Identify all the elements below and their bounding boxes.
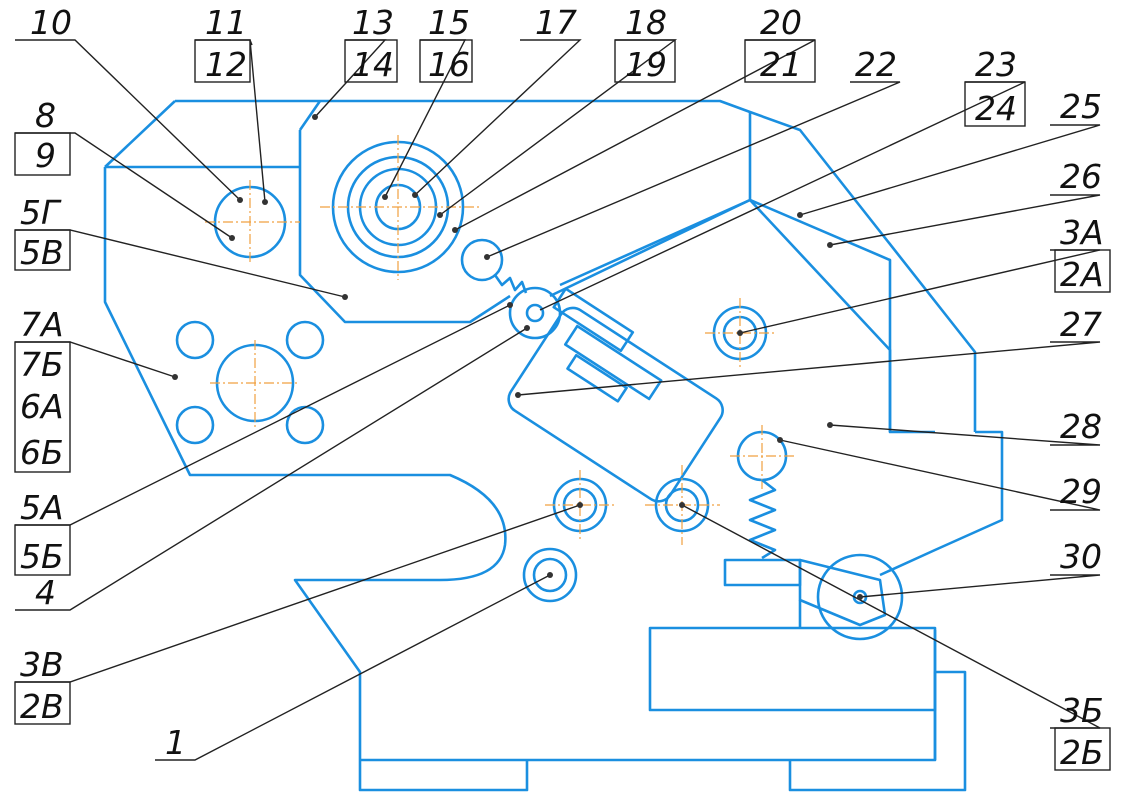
label-14: 14 bbox=[352, 45, 394, 84]
label-30: 30 bbox=[1060, 537, 1102, 576]
label-7b: 7Б bbox=[20, 345, 64, 384]
callout-labels: 10 11 12 13 14 15 16 17 18 19 20 21 22 2… bbox=[20, 3, 1104, 772]
label-28: 28 bbox=[1060, 407, 1102, 446]
label-21: 21 bbox=[760, 45, 802, 84]
label-26: 26 bbox=[1060, 157, 1102, 196]
label-18: 18 bbox=[625, 3, 667, 42]
label-2v: 2В bbox=[20, 687, 64, 726]
label-5b: 5Б bbox=[20, 537, 64, 576]
circles bbox=[175, 135, 904, 641]
label-15: 15 bbox=[428, 3, 470, 42]
label-8: 8 bbox=[35, 96, 56, 135]
label-9: 9 bbox=[35, 136, 56, 175]
label-5g: 5Г bbox=[20, 193, 62, 232]
label-17: 17 bbox=[535, 3, 577, 42]
label-11: 11 bbox=[205, 3, 247, 42]
springs bbox=[493, 274, 777, 560]
label-19: 19 bbox=[625, 45, 667, 84]
label-6b: 6Б bbox=[20, 433, 64, 472]
label-22: 22 bbox=[855, 45, 897, 84]
label-3a: 3А bbox=[1060, 213, 1104, 252]
label-12: 12 bbox=[205, 45, 247, 84]
label-25: 25 bbox=[1060, 87, 1102, 126]
label-6a: 6А bbox=[20, 387, 64, 426]
label-7a: 7А bbox=[20, 305, 64, 344]
label-5a: 5А bbox=[20, 488, 64, 527]
label-2a: 2А bbox=[1060, 255, 1104, 294]
label-3b: 3Б bbox=[1060, 691, 1104, 730]
leader-lines bbox=[15, 39, 1101, 761]
label-boxes bbox=[14, 39, 1111, 771]
label-13: 13 bbox=[352, 3, 394, 42]
body-outline bbox=[103, 99, 1004, 792]
leader-dots bbox=[172, 114, 863, 600]
label-3v: 3В bbox=[20, 645, 64, 684]
label-20: 20 bbox=[760, 3, 802, 42]
label-29: 29 bbox=[1060, 472, 1102, 511]
label-24: 24 bbox=[975, 89, 1017, 128]
label-1: 1 bbox=[165, 723, 186, 762]
label-10: 10 bbox=[30, 3, 72, 42]
label-2b: 2Б bbox=[1060, 733, 1104, 772]
label-4: 4 bbox=[35, 573, 56, 612]
label-23: 23 bbox=[975, 45, 1017, 84]
label-16: 16 bbox=[428, 45, 470, 84]
label-27: 27 bbox=[1060, 305, 1102, 344]
label-5v: 5В bbox=[20, 233, 64, 272]
